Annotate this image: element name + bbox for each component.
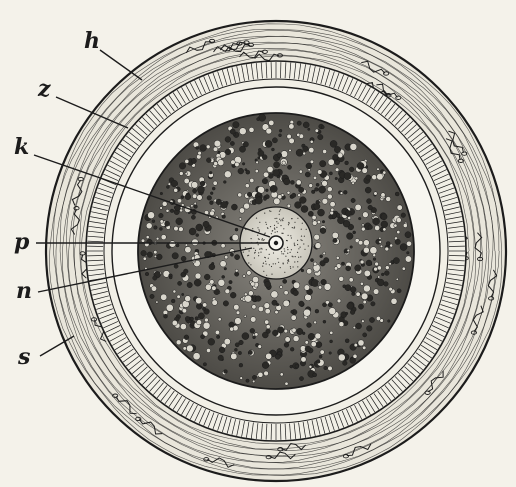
label-n: n [16,278,32,304]
leader-h [100,50,142,80]
label-p: p [14,229,30,255]
label-s: s [17,344,30,370]
label-h: h [84,28,100,54]
label-z: z [37,76,51,102]
label-k: k [14,134,29,160]
nucleolus [274,241,278,245]
